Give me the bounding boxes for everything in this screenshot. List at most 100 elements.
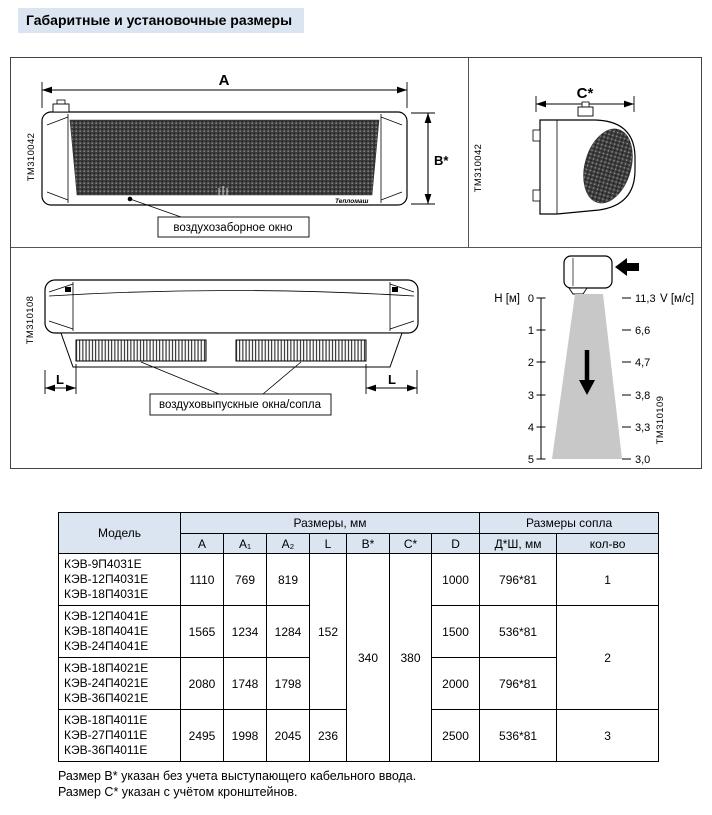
- col-header-nozzle-size: Д*Ш, мм: [479, 533, 558, 554]
- cell-d: 2000: [430, 657, 481, 710]
- col-group-dimensions: Размеры, мм: [179, 512, 481, 534]
- bottom-view-code: ТМ310108: [25, 296, 36, 345]
- dim-b-label: В*: [434, 153, 449, 168]
- brand-label: Тепломаш: [335, 198, 369, 205]
- side-view: ТМ310042 C*: [473, 85, 636, 215]
- h-tick-5: 5: [528, 454, 534, 466]
- bottom-view: ТМ310108 L L: [25, 279, 419, 416]
- airflow-diagram: Н [м] 0 1 2 3 4 5 V [м/с] 11,3 6,6 4,7 3…: [494, 255, 694, 466]
- cell-a: 2495: [180, 709, 224, 762]
- cell-a1: 769: [223, 553, 267, 606]
- intake-grille: [69, 119, 380, 196]
- h-axis: [536, 297, 546, 460]
- intake-callout: воздухозаборное окно: [127, 196, 310, 238]
- intake-label: воздухозаборное окно: [173, 222, 292, 234]
- col-header-a: A: [180, 533, 224, 554]
- cell-a: 2080: [180, 657, 224, 710]
- fan-logo-icon: [218, 186, 228, 195]
- model-group-row-3: КЭВ-18П4021Е КЭВ-24П4021Е КЭВ-36П4021Е 2…: [58, 657, 659, 710]
- outlet-window-left: [75, 339, 207, 362]
- cell-a1: 1998: [223, 709, 267, 762]
- model-name: КЭВ-18П4041Е: [64, 624, 149, 638]
- v-ticks: [622, 297, 631, 460]
- cell-l: 236: [309, 709, 347, 762]
- cell-qty: 3: [556, 709, 660, 762]
- model-name: КЭВ-18П4031Е: [64, 587, 149, 601]
- col-header-b: B*: [346, 533, 390, 554]
- side-grille: [583, 128, 633, 204]
- cell-a2: 2045: [266, 709, 310, 762]
- unit-side-body: [532, 101, 636, 215]
- outlet-label-box: [149, 393, 332, 416]
- model-name: КЭВ-12П4041Е: [64, 609, 149, 623]
- front-view-code: ТМ310042: [26, 133, 37, 182]
- side-view-code: ТМ310042: [473, 144, 484, 193]
- dim-l-left: L: [44, 364, 77, 394]
- page-title: Габаритные и установочные размеры: [18, 8, 305, 33]
- model-name: КЭВ-24П4041Е: [64, 639, 149, 653]
- col-header-qty: кол-во: [556, 533, 660, 554]
- model-cell: КЭВ-18П4011Е КЭВ-27П4011Е КЭВ-36П4011Е: [58, 709, 181, 762]
- dimensions-table: Модель Размеры, мм Размеры сопла A A₁ A₂…: [58, 512, 660, 762]
- model-name: КЭВ-12П4031Е: [64, 572, 149, 586]
- outlet-window-right: [235, 339, 367, 362]
- dim-b: В*: [411, 112, 449, 205]
- col-header-d: D: [430, 533, 481, 554]
- intake-label-box: [157, 216, 310, 238]
- model-name: КЭВ-36П4021Е: [64, 691, 149, 705]
- cell-d: 1000: [430, 553, 481, 606]
- model-name: КЭВ-36П4011Е: [64, 743, 148, 757]
- model-group-row-4: КЭВ-18П4011Е КЭВ-27П4011Е КЭВ-36П4011Е 2…: [58, 709, 660, 762]
- cell-l-merged: 152: [309, 553, 347, 710]
- cell-c-merged: 380: [389, 553, 432, 762]
- cell-nozzle: 536*81: [479, 605, 558, 658]
- model-cell: КЭВ-18П4021Е КЭВ-24П4021Е КЭВ-36П4021Е: [58, 657, 181, 710]
- airflow-unit-icon: [563, 255, 639, 295]
- col-header-a2: A₂: [266, 533, 310, 554]
- col-group-nozzle: Размеры сопла: [479, 512, 660, 534]
- airflow-code: ТМ310109: [655, 396, 666, 445]
- col-header-model: Модель: [58, 512, 181, 554]
- front-view: ТМ310042 A: [26, 72, 449, 238]
- model-cell: КЭВ-12П4041Е КЭВ-18П4041Е КЭВ-24П4041Е: [58, 605, 181, 658]
- model-group-row-1: КЭВ-9П4031Е КЭВ-12П4031Е КЭВ-18П4031Е 1 1…: [58, 553, 660, 762]
- model-name: КЭВ-27П4011Е: [64, 728, 148, 742]
- v-value-4: 3,3: [635, 422, 650, 434]
- cable-gland-icon: [577, 106, 594, 117]
- model-name: КЭВ-9П4031Е: [64, 557, 142, 571]
- cell-d: 2500: [430, 709, 481, 762]
- model-name: КЭВ-18П4011Е: [64, 713, 148, 727]
- dim-a-label: A: [219, 72, 230, 89]
- inflow-arrow-icon: [615, 258, 639, 276]
- cell-qty: 1: [556, 553, 660, 606]
- h-tick-0: 0: [528, 293, 534, 305]
- v-value-0: 11,3: [635, 293, 656, 305]
- v-value-1: 6,6: [635, 325, 650, 337]
- bracket-tab-bottom: [532, 189, 541, 202]
- cell-b-merged: 340: [346, 553, 390, 762]
- model-name: КЭВ-18П4021Е: [64, 661, 149, 675]
- latch-left: [65, 287, 71, 292]
- dim-l-right-label: L: [388, 372, 396, 387]
- cell-a: 1565: [180, 605, 224, 658]
- col-header-l: L: [309, 533, 347, 554]
- drawings-panel: ТМ310042 A: [10, 57, 702, 469]
- cell-a1: 1234: [223, 605, 267, 658]
- cell-a2: 1798: [266, 657, 310, 710]
- cell-qty-merged: 2: [556, 605, 660, 710]
- h-tick-1: 1: [528, 325, 534, 337]
- h-tick-3: 3: [528, 390, 534, 402]
- down-arrow-icon: [579, 350, 595, 395]
- cell-nozzle: 536*81: [479, 709, 558, 762]
- cell-nozzle: 796*81: [479, 657, 558, 710]
- bracket-tab-top: [532, 129, 541, 142]
- cell-d: 1500: [430, 605, 481, 658]
- v-axis-label: V [м/с]: [660, 293, 694, 305]
- footnotes: Размер В* указан без учета выступающего …: [58, 768, 416, 800]
- outlet-label: воздуховыпускные окна/сопла: [159, 399, 322, 411]
- col-header-a1: A₁: [223, 533, 267, 554]
- footnote-c: Размер С* указан с учётом кронштейнов.: [58, 785, 298, 799]
- col-header-c: C*: [389, 533, 432, 554]
- dim-l-left-label: L: [56, 372, 64, 387]
- cell-a2: 819: [266, 553, 310, 606]
